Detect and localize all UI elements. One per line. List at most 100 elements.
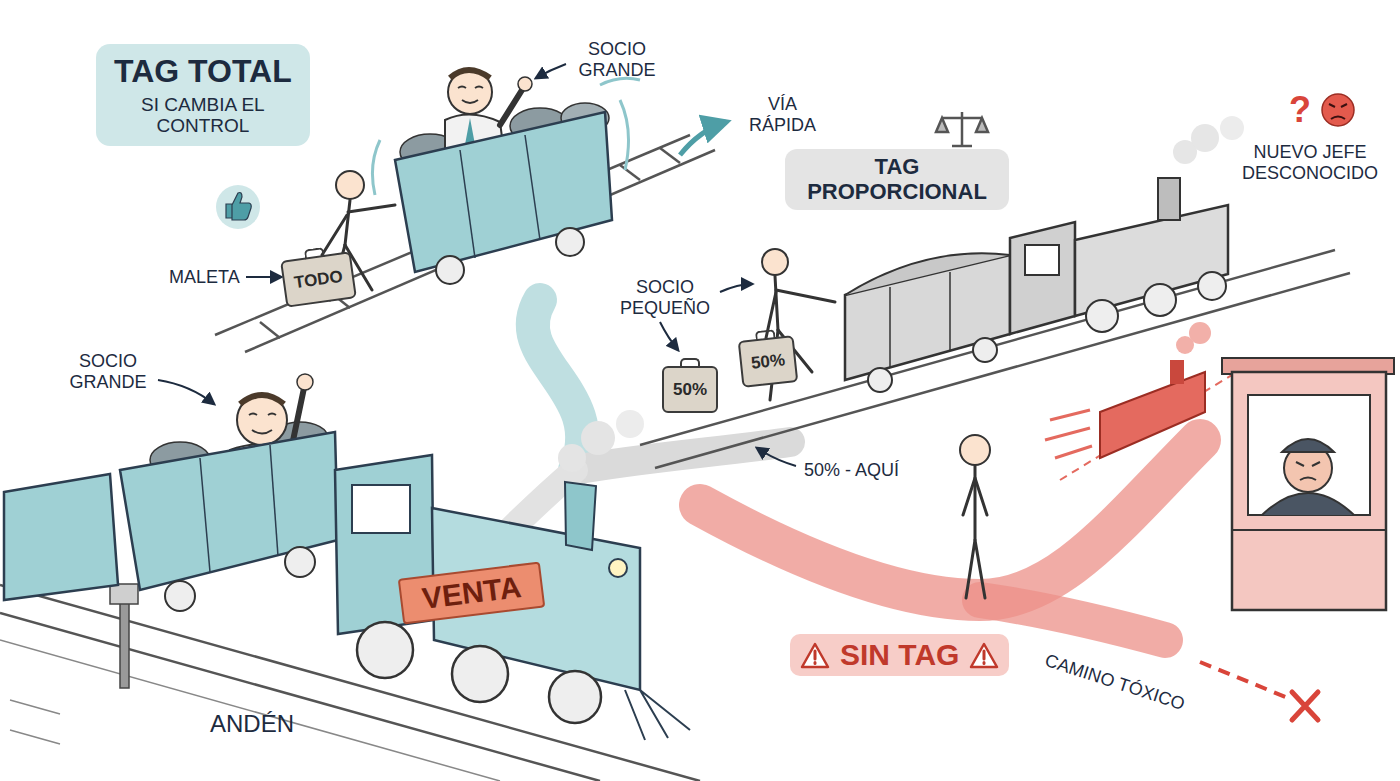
suitcase-handle — [680, 358, 700, 368]
platform — [110, 584, 138, 604]
label: MALETA — [169, 267, 240, 288]
sale-train — [565, 482, 596, 550]
label: ANDÉN — [210, 710, 294, 738]
leader-arrow — [720, 284, 752, 292]
big-partner — [500, 90, 522, 125]
guard-booth — [1222, 358, 1394, 610]
mine-cart — [460, 150, 475, 258]
sale-train — [165, 581, 195, 611]
leader-arrow — [757, 448, 796, 466]
big-partner — [458, 87, 483, 104]
warning-icon — [969, 642, 999, 669]
warning-icon — [814, 651, 817, 664]
guard-booth — [1248, 395, 1370, 515]
sale-train — [452, 646, 508, 702]
sale-train — [285, 547, 315, 577]
label: CAMINO TÓXICO — [1042, 650, 1187, 715]
path-wash — [500, 300, 790, 540]
guard-booth — [1296, 462, 1320, 480]
sale-train — [357, 622, 413, 678]
guard-booth — [1232, 372, 1386, 610]
warning-icon — [802, 644, 828, 667]
mine-cart — [556, 228, 584, 256]
toxic-path — [980, 600, 1165, 640]
proportional-train — [1075, 205, 1228, 316]
label: VÍA RÁPIDA — [740, 94, 825, 135]
node-title: TAG TOTAL — [114, 54, 292, 90]
sale-train — [4, 374, 690, 740]
fast-lane-arrow — [680, 122, 726, 155]
sale-train — [549, 671, 601, 723]
small-partner — [762, 249, 788, 275]
lost-man — [966, 540, 985, 598]
toxic-path — [700, 440, 1318, 720]
proportional-train — [973, 338, 997, 362]
proportional-train — [1086, 300, 1118, 332]
angry-face-icon — [1322, 94, 1354, 126]
guard-booth — [1262, 493, 1354, 515]
node-title: 50% — [750, 350, 786, 372]
thumbs-up-icon — [226, 193, 251, 221]
node-title: 50% — [673, 380, 707, 399]
warning-patch: SIN TAG — [790, 634, 1009, 676]
toxic-train — [1045, 322, 1240, 480]
heading-patch: TAG PROPORCIONAL — [785, 149, 1009, 210]
suitcase-handle — [304, 247, 325, 260]
balance-icon — [936, 118, 988, 132]
angry-face-icon — [1329, 104, 1347, 119]
proportional-train — [1198, 272, 1226, 300]
toxic-train — [1045, 410, 1092, 458]
balance-icon — [952, 145, 972, 148]
node-title: SIN TAG — [840, 638, 959, 672]
lost-man — [963, 478, 987, 515]
sale-train — [609, 559, 627, 577]
warning-icon — [971, 644, 997, 667]
proportional-train — [1158, 178, 1180, 220]
suitcase: 50% — [662, 366, 718, 413]
sale-train — [581, 421, 615, 455]
mine-cart — [372, 78, 640, 195]
rails — [660, 148, 680, 163]
node-title: TAG PROPORCIONAL — [797, 155, 997, 204]
big-partner — [448, 70, 492, 114]
label: NUEVO JEFE DESCONOCIDO — [1235, 142, 1385, 183]
toxic-path — [1292, 692, 1318, 720]
suitcase: 50% — [738, 335, 799, 388]
jumping-man — [348, 205, 395, 212]
guard-booth — [1232, 529, 1386, 531]
sale-train — [240, 395, 284, 404]
mine-cart — [372, 78, 640, 284]
sale-train — [120, 432, 338, 590]
node-text: SI CAMBIA EL CONTROL — [140, 94, 265, 137]
mine-cart — [436, 256, 464, 284]
leader-arrow — [246, 276, 281, 278]
proportional-train — [1025, 245, 1059, 275]
platform — [10, 700, 60, 714]
platform — [10, 730, 60, 744]
angry-face-icon — [1322, 94, 1354, 126]
thumbs-up-icon — [216, 185, 260, 229]
label: SOCIO GRANDE — [63, 351, 153, 392]
proportional-train — [889, 287, 891, 368]
fast-lane-arrow — [680, 122, 726, 155]
sale-train — [237, 395, 287, 445]
sale-train — [270, 445, 278, 556]
sale-train — [558, 444, 586, 472]
mine-cart — [395, 112, 612, 272]
label: ? — [1289, 89, 1311, 130]
label: SOCIO PEQUEÑO — [615, 277, 715, 318]
big-partner — [450, 70, 490, 78]
small-partner — [775, 276, 778, 330]
balance-icon — [942, 117, 982, 120]
proportional-train — [845, 253, 1010, 295]
jumping-man — [345, 200, 350, 245]
proportional-train — [868, 368, 892, 392]
lost-man — [960, 435, 990, 598]
toxic-path — [700, 440, 1200, 600]
proportional-train — [949, 272, 951, 351]
node-title: TODO — [293, 267, 344, 293]
sale-train — [297, 374, 313, 390]
warning-icon — [800, 642, 830, 669]
small-partner — [776, 290, 835, 302]
